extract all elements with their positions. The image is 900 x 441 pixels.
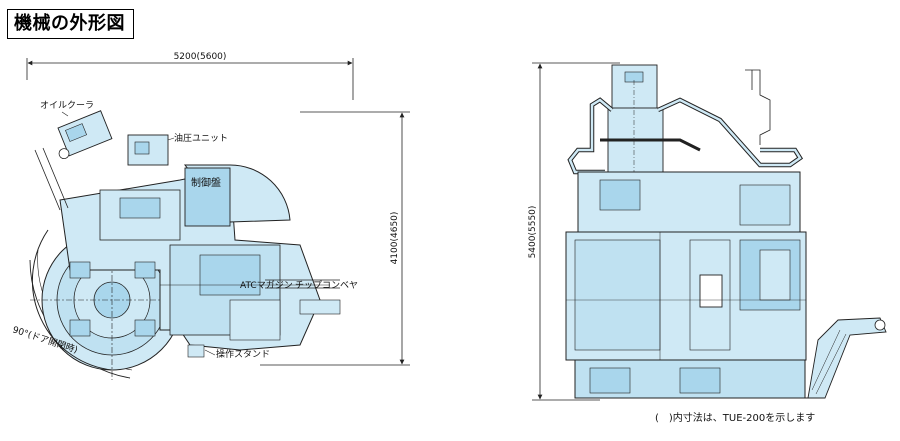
hydraulic-unit <box>127 134 175 166</box>
front-window <box>699 274 723 308</box>
plan-depth-dimension: 4100(4650) <box>260 111 410 366</box>
plan-view: 5200(5600) 4100(4650) 制御 <box>11 52 410 380</box>
operation-stand <box>187 344 205 358</box>
control-panel <box>184 167 231 227</box>
page-title: 機械の外形図 <box>7 9 134 39</box>
label-atc-magazine: ATCマガジン <box>240 280 293 291</box>
chip-conveyor-elevation <box>807 317 887 399</box>
dim-depth-label: 4100(4650) <box>390 212 400 265</box>
elevation-view: 5400(5550) <box>528 62 887 424</box>
footnote: ( )内寸法は、TUE-200を示します <box>655 411 815 424</box>
elevation-height-dimension: 5400(5550) <box>528 62 620 401</box>
label-oil-cooler: オイルクーラ <box>40 100 94 111</box>
label-chip-conveyor: チップコンベヤ <box>295 280 358 291</box>
plan-width-dimension: 5200(5600) <box>26 52 354 100</box>
label-operation-stand: 操作スタンド <box>216 348 270 360</box>
dim-width-label: 5200(5600) <box>174 52 227 62</box>
dim-height-label: 5400(5550) <box>528 206 538 259</box>
label-control-panel: 制御盤 <box>191 176 221 189</box>
oil-cooler <box>57 110 113 160</box>
label-hydraulic-unit: 油圧ユニット <box>174 132 228 144</box>
